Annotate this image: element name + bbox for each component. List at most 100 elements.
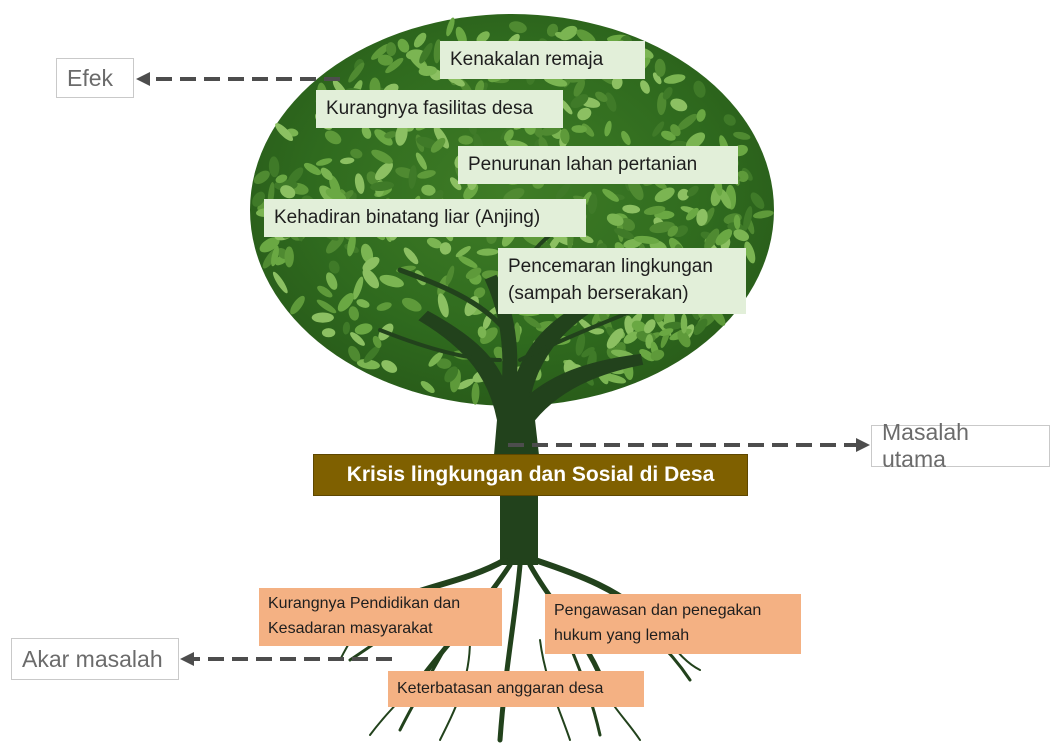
- cause-pendidikan: Kurangnya Pendidikan dan Kesadaran masya…: [259, 588, 502, 646]
- leaf: [433, 39, 442, 64]
- leaf: [352, 276, 364, 300]
- leaf: [595, 91, 608, 103]
- leaf: [508, 21, 527, 34]
- leaf: [715, 229, 733, 246]
- leaf: [449, 177, 462, 191]
- leaf: [356, 299, 370, 308]
- leaf: [320, 167, 333, 181]
- leaf: [253, 170, 270, 184]
- leaf: [652, 72, 662, 85]
- main-problem-arrow: [508, 438, 870, 452]
- leaf: [395, 122, 408, 146]
- leaf: [663, 321, 684, 330]
- leaf: [317, 285, 333, 298]
- leaf: [633, 235, 660, 244]
- leaf: [426, 237, 442, 249]
- leaf: [611, 76, 623, 90]
- leaf: [350, 148, 363, 159]
- leaf: [631, 320, 647, 333]
- leaf: [654, 187, 675, 203]
- leaf: [455, 246, 471, 258]
- leaf: [588, 193, 598, 215]
- leaf: [342, 321, 351, 335]
- leaf: [654, 58, 666, 77]
- leaf: [418, 65, 437, 76]
- leaf: [577, 107, 592, 121]
- leaf: [621, 130, 631, 146]
- leaf: [284, 246, 294, 268]
- leaf: [663, 74, 686, 84]
- leaf: [733, 229, 749, 242]
- leaf: [272, 271, 288, 294]
- leaf: [413, 32, 427, 48]
- label-main-problem: Masalah utama: [871, 419, 1050, 472]
- leaf: [602, 188, 619, 202]
- cause-anggaran: Keterbatasan anggaran desa: [388, 671, 644, 707]
- leaf: [385, 42, 397, 57]
- leaf: [324, 130, 342, 145]
- leaf: [275, 174, 288, 184]
- leaf: [476, 248, 499, 256]
- leaf: [503, 188, 525, 203]
- leaf: [750, 192, 765, 209]
- leaf: [465, 267, 482, 280]
- leaf: [733, 131, 751, 140]
- leaf: [744, 241, 756, 264]
- leaf: [670, 98, 688, 112]
- leaf: [420, 380, 435, 394]
- leaf: [650, 349, 665, 361]
- leaf: [303, 162, 322, 176]
- leaf: [366, 171, 379, 185]
- leaf: [686, 207, 699, 221]
- leaf: [576, 29, 596, 45]
- leaf: [446, 17, 455, 37]
- leaf: [371, 43, 390, 60]
- effect-pencemaran-line1: Pencemaran lingkungan: [508, 256, 713, 278]
- leaf: [643, 205, 666, 215]
- leaf: [381, 360, 398, 373]
- cause-pengawasan-line2: hukum yang lemah: [554, 627, 690, 644]
- leaf: [723, 114, 736, 126]
- leaf: [354, 323, 373, 335]
- leaf: [733, 214, 741, 230]
- leaf: [473, 287, 486, 299]
- leaf: [326, 234, 345, 254]
- leaf: [360, 243, 374, 263]
- leaf: [548, 235, 561, 251]
- cause-pengawasan-line1: Pengawasan dan penegakan: [554, 602, 762, 620]
- leaf: [372, 335, 382, 349]
- leaf: [667, 225, 679, 237]
- leaf: [677, 113, 698, 131]
- leaf: [696, 109, 706, 122]
- leaf: [379, 274, 404, 288]
- leaf: [315, 158, 333, 166]
- leaf: [444, 366, 459, 383]
- leaf: [290, 295, 305, 315]
- leaf: [316, 299, 337, 314]
- arrow-right-icon: [856, 438, 870, 452]
- leaf: [652, 121, 665, 137]
- leaf: [605, 92, 617, 112]
- leaf: [374, 129, 393, 146]
- leaf: [523, 315, 542, 329]
- effect-kurangnya-fasilitas: Kurangnya fasilitas desa: [316, 90, 563, 128]
- leaf: [696, 208, 708, 226]
- leaf: [677, 188, 690, 201]
- root-problem-arrow: [180, 652, 392, 666]
- leaf: [271, 245, 279, 267]
- leaf: [458, 135, 474, 145]
- leaf: [685, 132, 706, 150]
- leaf: [428, 351, 443, 367]
- leaf: [348, 306, 359, 321]
- leaf: [743, 206, 753, 231]
- leaf: [439, 242, 452, 255]
- leaf: [693, 318, 708, 335]
- leaf: [436, 358, 452, 369]
- leaf: [321, 328, 336, 338]
- leaf: [659, 328, 674, 336]
- leaf: [437, 293, 449, 318]
- leaf: [377, 54, 393, 66]
- cause-pendidikan-line2: Kesadaran masyarakat: [268, 620, 433, 637]
- cause-pendidikan-line1: Kurangnya Pendidikan dan: [268, 595, 461, 613]
- leaf: [686, 185, 699, 197]
